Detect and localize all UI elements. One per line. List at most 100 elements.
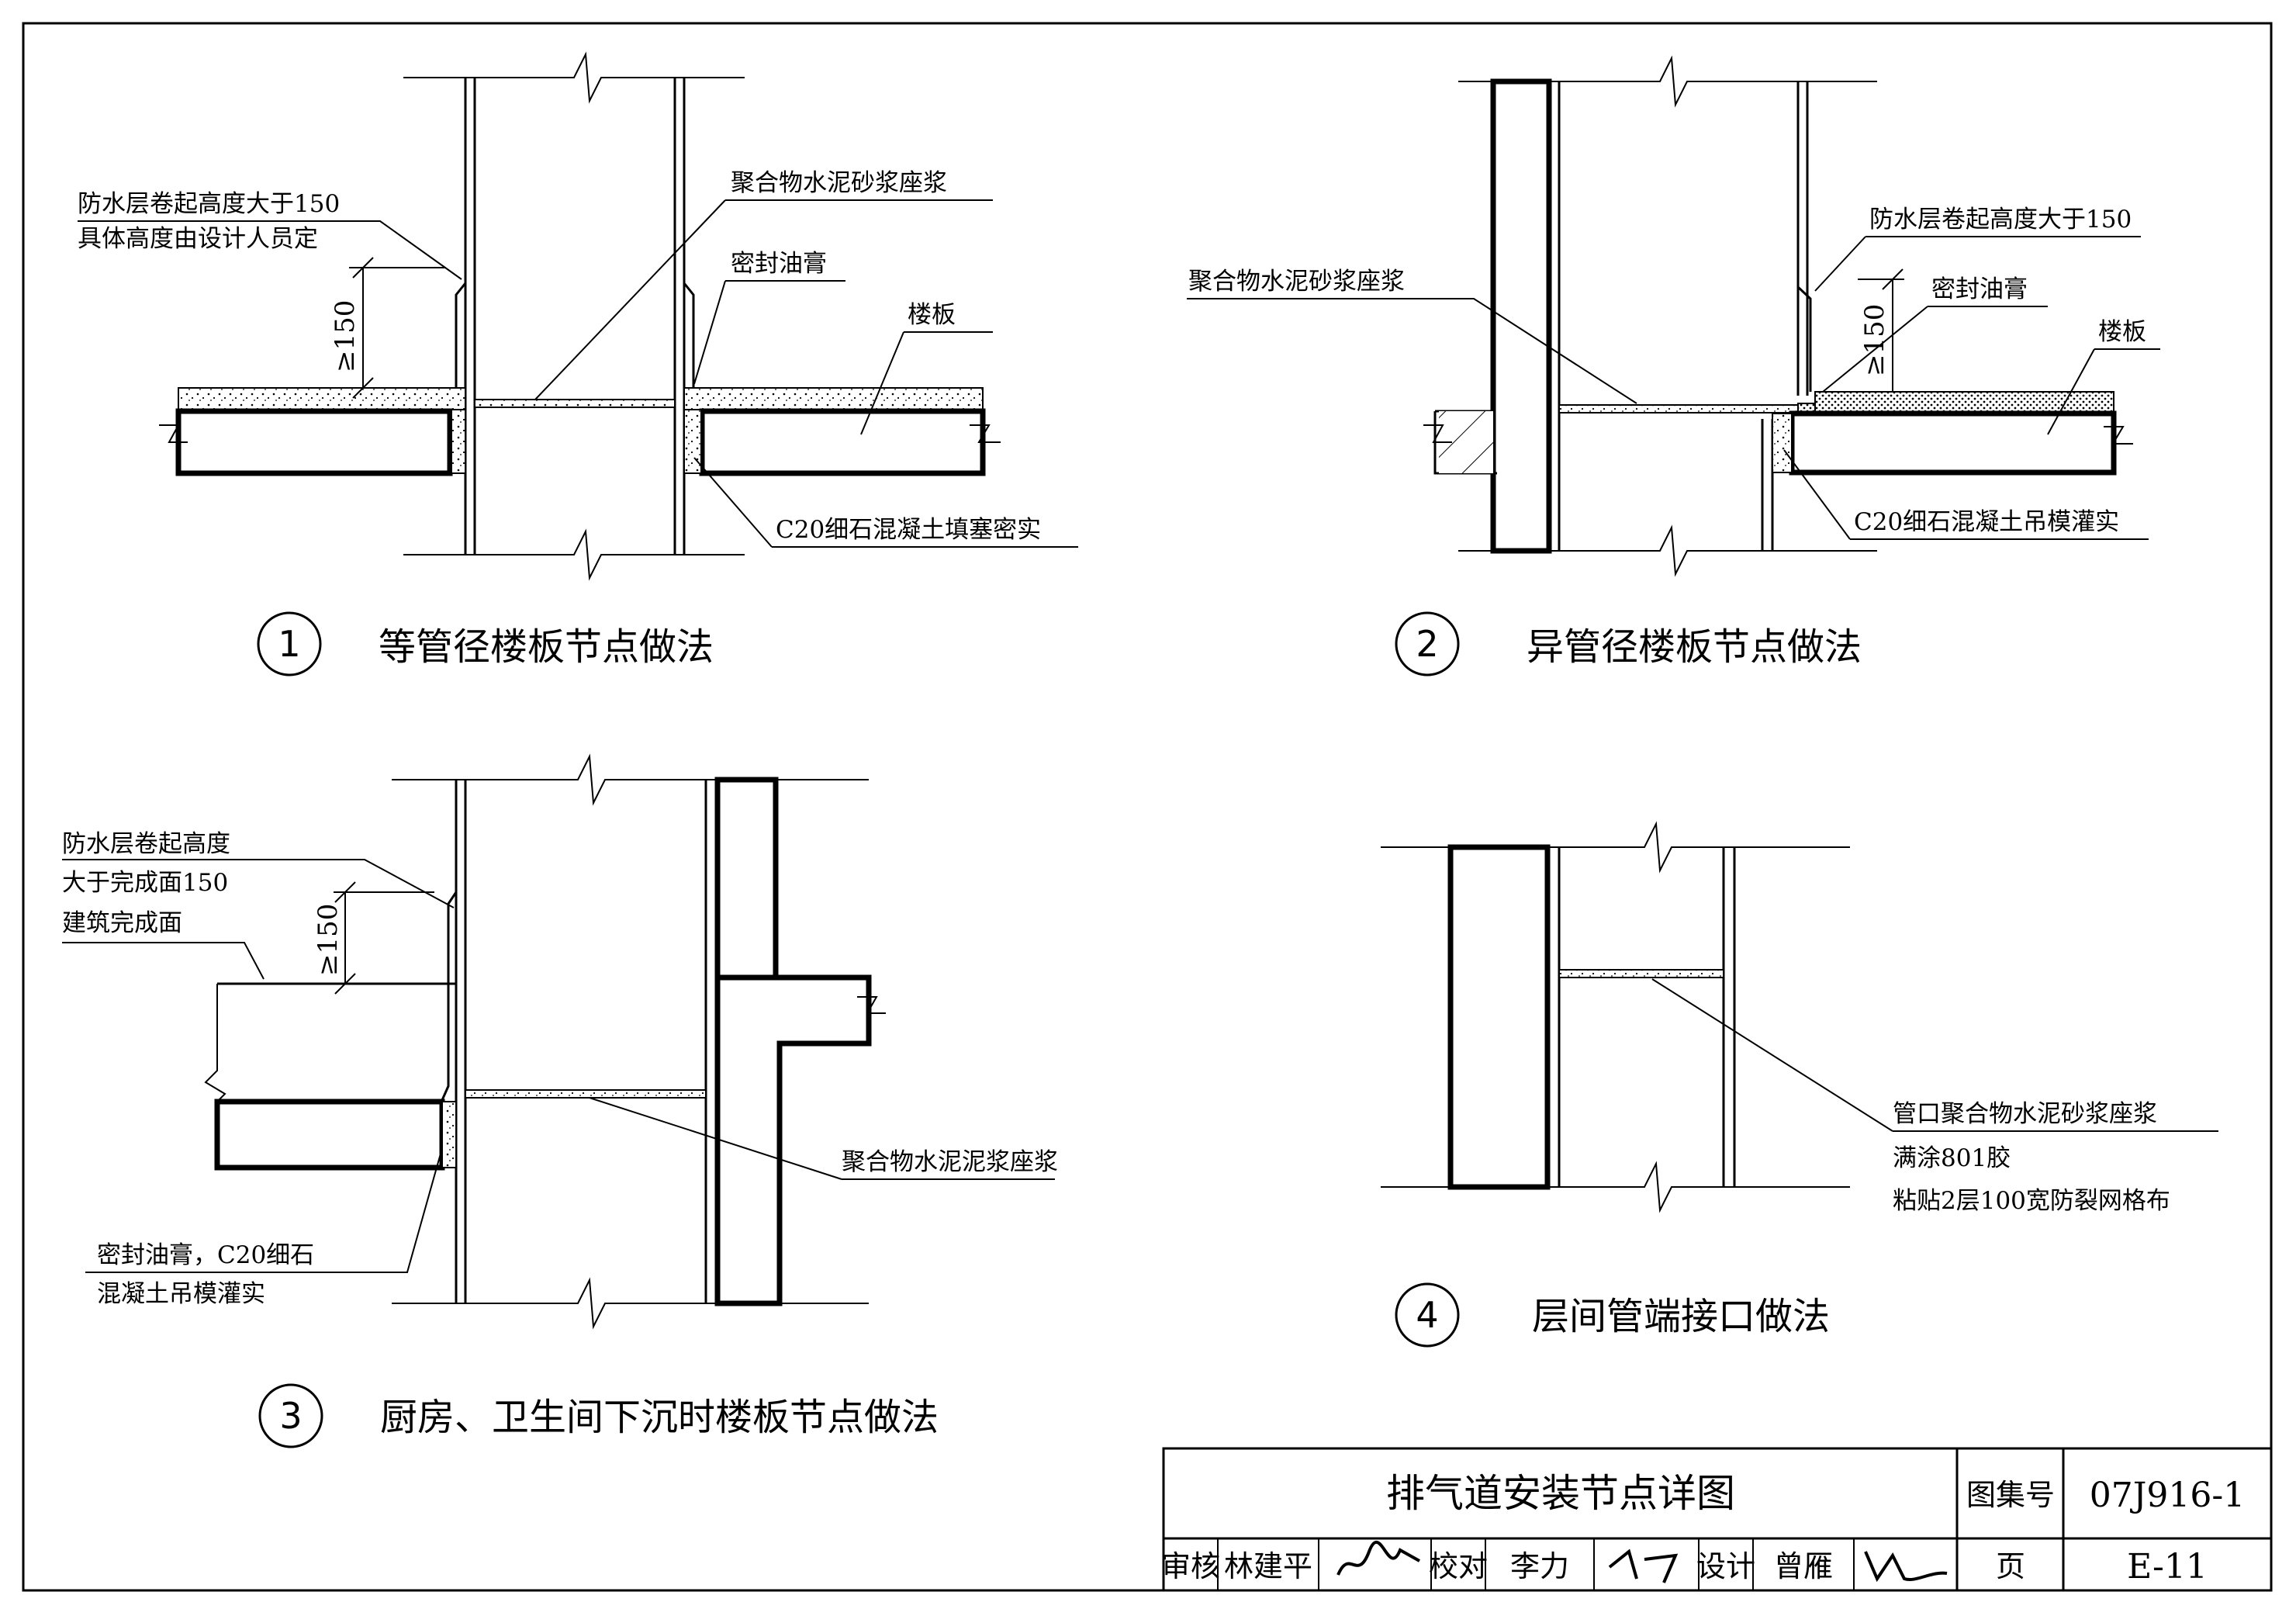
title-block-frame [1162,1447,2273,1592]
leader [1822,306,2048,393]
dim-tick [1882,268,1904,290]
pipe-wall-hatched [1447,844,1551,1190]
label-mortar: 聚合物水泥砂浆座浆 [731,169,947,197]
drawing-title: 排气道安装节点详图 [1386,1471,1735,1516]
leader [78,220,462,280]
label-waterproof-2: 大于完成面150 [62,869,228,897]
design-name: 曾雁 [1774,1549,1833,1583]
mortar-joint [474,399,676,408]
detail-title: 等管径楼板节点做法 [379,625,714,669]
leader [1783,449,2149,540]
leader [1814,236,2141,292]
design-label: 设计 [1696,1549,1755,1583]
leader [693,280,845,385]
detail-title: 异管径楼板节点做法 [1527,625,1862,669]
label-mortar: 聚合物水泥泥浆座浆 [842,1148,1058,1176]
leader [693,457,1078,548]
break-line [403,528,745,581]
wall-hatched [714,777,779,981]
slab [214,1099,445,1171]
detail-number: 3 [279,1395,302,1437]
waterproof-upturn [441,891,458,1101]
slab-left [175,408,453,476]
detail-number-badge [1395,611,1460,677]
dim-text: ≥150 [330,300,361,372]
waterproof-upturn [1796,285,1812,392]
leader [62,942,265,980]
leader [860,331,993,435]
break-line [392,1277,869,1330]
leader [534,199,993,400]
review-name: 林建平 [1224,1549,1312,1583]
dim-tick [334,881,356,903]
label-1: 管口聚合物水泥砂浆座浆 [1893,1100,2157,1128]
leader [1187,298,1637,404]
check-label: 校对 [1429,1549,1488,1583]
title-block: 排气道安装节点详图 图集号 07J916-1 审核 林建平 校对 李力 设计 曾… [1161,1447,2273,1592]
break-mark [970,424,1001,443]
leader [2047,348,2160,435]
mortar-joint [465,1089,707,1099]
label-sealant-2: 混凝土吊模灌实 [97,1280,265,1308]
break-line [392,753,869,806]
leader [1651,978,2218,1132]
detail-title: 层间管端接口做法 [1532,1295,1830,1338]
detail-2: ≥150 聚合物水泥砂浆座浆 防水层卷起高度大于150 密封油膏 楼板 C20细… [1187,55,2160,677]
label-mortar: 聚合物水泥砂浆座浆 [1188,268,1405,296]
label-2: 满涂801胶 [1893,1144,2011,1172]
dim-tick [352,377,374,399]
dim-text: ≥150 [313,904,344,976]
break-line [1381,1161,1850,1213]
break-line [1458,524,1877,577]
detail-number-badge [257,611,322,677]
label-3: 粘贴2层100宽防裂网格布 [1893,1187,2170,1215]
concrete-beam [714,974,872,1306]
break-line [1381,821,1850,874]
label-slab: 楼板 [2098,318,2146,346]
screed-right [1814,391,2114,413]
check-signature [1608,1549,1679,1583]
mortar-joint [1558,404,1799,414]
detail-number: 1 [278,623,300,665]
label-finish: 建筑完成面 [62,909,182,937]
label-waterproof-1: 防水层卷起高度大于150 [78,190,340,218]
break-mark [159,424,188,443]
page-label: 页 [1996,1549,2025,1583]
design-signature [1864,1551,1948,1583]
detail-number: 4 [1416,1294,1438,1336]
waterproof-upturn [683,282,695,388]
break-mark [857,996,886,1014]
slab-right [1789,410,2117,476]
leader [62,859,455,908]
label-concrete: C20细石混凝土填塞密实 [776,516,1041,544]
detail-4: 管口聚合物水泥砂浆座浆 满涂801胶 粘贴2层100宽防裂网格布 4 层间管端接… [1381,821,2218,1348]
break-mark [2104,426,2133,445]
label-slab: 楼板 [908,301,956,329]
page-code: E-11 [2127,1547,2208,1587]
break-line [1458,55,1877,108]
mortar-joint [1558,969,1724,978]
label-waterproof: 防水层卷起高度大于150 [1869,206,2132,234]
sheet-border [22,22,2273,1592]
infill-concrete [683,409,702,474]
review-signature [1336,1540,1420,1576]
screed-left [178,387,466,410]
label-waterproof-1: 防水层卷起高度 [62,830,230,858]
label-concrete: C20细石混凝土吊模灌实 [1854,508,2119,536]
infill-concrete [1772,413,1793,473]
label-sealant: 密封油膏 [1931,275,2028,303]
leader [85,1147,443,1273]
slab-right [699,408,986,476]
check-name: 李力 [1510,1549,1569,1583]
label-sealant-1: 密封油膏，C20细石 [97,1241,314,1269]
atlas-label: 图集号 [1966,1478,2055,1512]
dim-tick [352,257,374,279]
review-label: 审核 [1161,1549,1220,1583]
label-sealant: 密封油膏 [731,250,827,278]
atlas-code: 07J916-1 [2090,1476,2245,1515]
detail-3: ≥150 防水层卷起高度 大于完成面150 建筑完成面 聚合物水泥泥浆座浆 密封… [62,753,1058,1448]
break-line [403,51,745,104]
detail-number: 2 [1416,623,1438,665]
detail-1: ≥150 防水层卷起高度大于150 具体高度由设计人员定 聚合物水泥砂浆座浆 密… [78,51,1078,677]
